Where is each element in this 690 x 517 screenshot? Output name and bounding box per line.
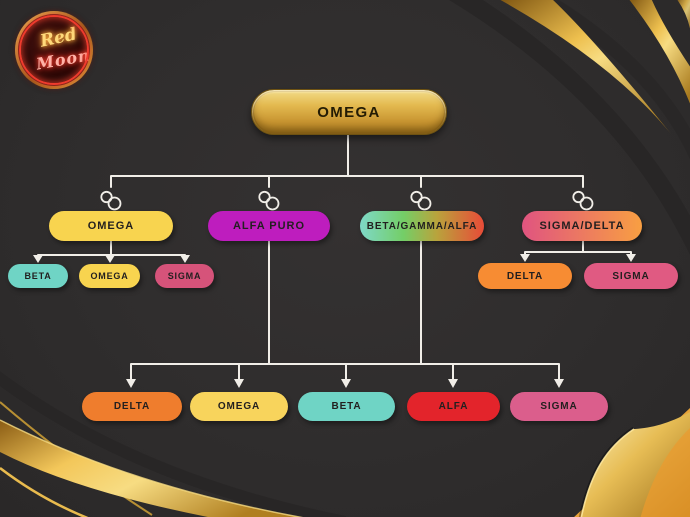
red-moon-logo: Red Moon xyxy=(15,11,93,89)
arrowheads xyxy=(33,254,636,388)
node-omega-child-beta: BETA xyxy=(8,264,68,288)
node-alfa-puro: ALFA PURO xyxy=(208,211,330,241)
node-sigma-delta-child-sigma: SIGMA xyxy=(584,263,678,289)
node-omega-child-omega: OMEGA xyxy=(79,264,140,288)
connector-bottom-row xyxy=(130,240,560,380)
link-circles-icon xyxy=(100,190,122,211)
link-circles-icon xyxy=(258,190,280,211)
node-sigma-delta-child-delta: DELTA xyxy=(478,263,572,289)
connector-omega-children xyxy=(37,240,186,257)
node-root-omega: OMEGA xyxy=(251,89,447,135)
node-bottom-omega: OMEGA xyxy=(190,392,288,421)
top-right-gold-ribbons xyxy=(500,0,690,134)
link-circles-icon xyxy=(410,190,432,211)
node-bottom-delta: DELTA xyxy=(82,392,182,421)
node-omega: OMEGA xyxy=(49,211,173,241)
node-bottom-beta: BETA xyxy=(298,392,395,421)
node-bottom-alfa: ALFA xyxy=(407,392,500,421)
node-bottom-sigma: SIGMA xyxy=(510,392,608,421)
neon-ring xyxy=(19,15,89,85)
connector-sigma-delta-children xyxy=(524,240,632,257)
node-sigma-delta: SIGMA/DELTA xyxy=(522,211,642,241)
node-omega-child-sigma: SIGMA xyxy=(155,264,214,288)
node-beta-gamma-alfa: BETA/GAMMA/ALFA xyxy=(360,211,484,241)
connector-root-to-level2 xyxy=(110,132,584,188)
bottom-left-gold-swoosh xyxy=(0,401,304,517)
page-curl xyxy=(574,408,690,517)
link-circles-icons xyxy=(100,190,594,211)
link-circles-icon xyxy=(572,190,594,211)
